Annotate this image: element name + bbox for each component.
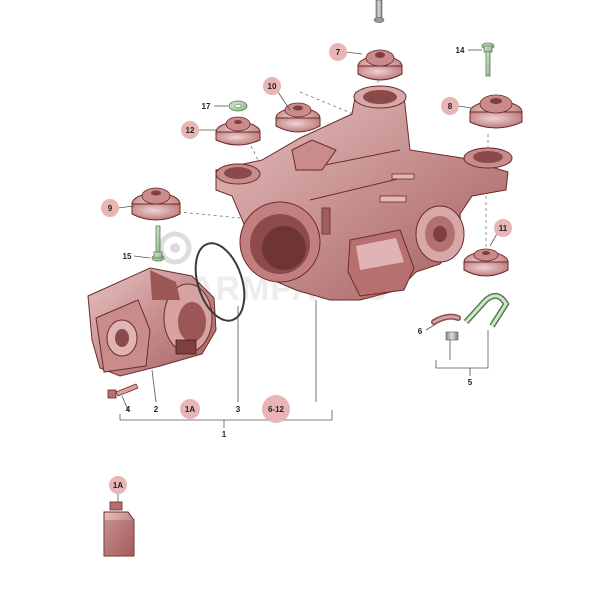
- bolt-14: [481, 42, 495, 77]
- callout-8: 8: [441, 97, 459, 115]
- callout-label: 14: [456, 46, 465, 55]
- coupling-unit: [87, 267, 217, 377]
- callout-label: 10: [268, 82, 277, 91]
- callout-1A: 1A: [180, 399, 200, 419]
- mount-9: [131, 187, 181, 221]
- callout-bubble: [494, 219, 512, 237]
- callout-9: 9: [101, 199, 119, 217]
- callout-7: 7: [329, 43, 347, 61]
- mount-11: [463, 248, 509, 277]
- vent-hose-5: [445, 292, 510, 341]
- callout-label: 17: [202, 102, 211, 111]
- oil-bottle: [103, 501, 135, 557]
- callout-label: 15: [123, 252, 132, 261]
- callout-label: 8: [448, 102, 453, 111]
- callouts: 7 14 10 8 17 12 9 11 15 6 5 4 2 1A 3 6-1…: [101, 43, 512, 494]
- callout-bubble: [262, 395, 290, 423]
- callout-bubble: [329, 43, 347, 61]
- mount-10: [275, 102, 321, 133]
- callout-14: 14: [456, 46, 465, 55]
- callout-11: 11: [494, 219, 512, 237]
- callout-label: 11: [499, 224, 508, 233]
- callout-label: 1A: [113, 481, 123, 490]
- callout-10: 10: [263, 77, 281, 95]
- callout-17: 17: [202, 102, 211, 111]
- callout-label: 6: [418, 327, 423, 336]
- callout-label: 9: [108, 204, 113, 213]
- callout-bubble: [263, 77, 281, 95]
- callout-2: 2: [154, 405, 159, 414]
- vent-hose-6: [431, 313, 461, 325]
- callout-label: 5: [468, 378, 473, 387]
- callout-12: 12: [181, 121, 199, 139]
- leader-lines: [117, 49, 499, 502]
- callout-bubble: [181, 121, 199, 139]
- callout-label: 1A: [185, 405, 195, 414]
- differential-housing: [215, 85, 513, 301]
- callout-6-12: 6-12: [262, 395, 290, 423]
- callout-bubble: [180, 399, 200, 419]
- callout-label: 6-12: [268, 405, 285, 414]
- callout-label: 2: [154, 405, 159, 414]
- callout-1: 1: [222, 430, 227, 439]
- mount-8: [469, 94, 523, 129]
- bolt-15: [151, 225, 165, 262]
- callout-4: 4: [126, 405, 131, 414]
- mount-12: [215, 116, 261, 146]
- callout-bubble: [109, 476, 127, 494]
- callout-1A-bottle: 1A: [109, 476, 127, 494]
- callout-6: 6: [418, 327, 423, 336]
- callout-label: 1: [222, 430, 227, 439]
- o-ring: [194, 242, 246, 322]
- callout-bubble: [101, 199, 119, 217]
- callout-15: 15: [123, 252, 132, 261]
- callout-bubble: [441, 97, 459, 115]
- callout-label: 7: [336, 48, 341, 57]
- callout-label: 12: [186, 126, 195, 135]
- bolt-4: [107, 383, 139, 399]
- callout-3: 3: [236, 405, 241, 414]
- washer-17: [228, 100, 248, 112]
- callout-5: 5: [468, 378, 473, 387]
- callout-label: 4: [126, 405, 131, 414]
- bolt-top: [373, 0, 385, 23]
- mount-7: [357, 49, 403, 81]
- callout-label: 3: [236, 405, 241, 414]
